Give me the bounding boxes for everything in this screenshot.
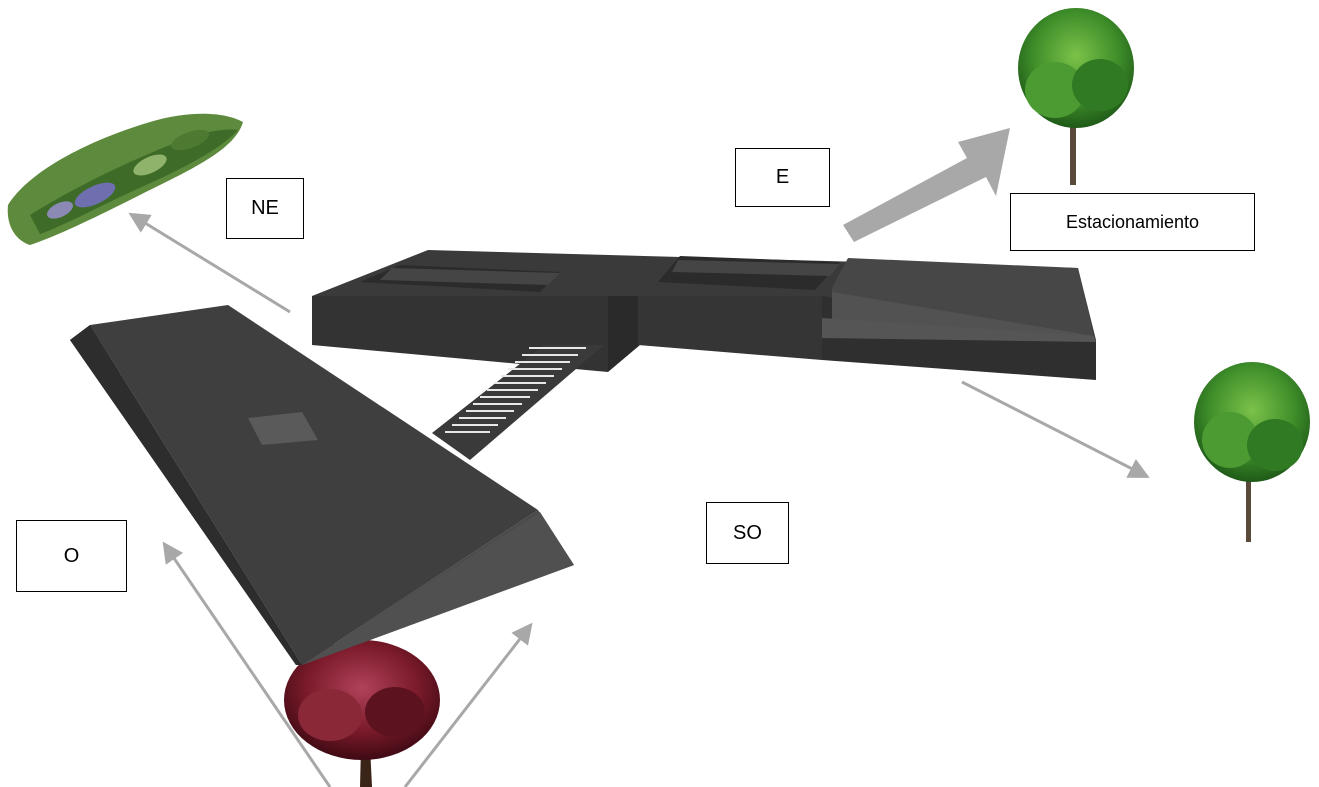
green-tree-icon bbox=[1194, 362, 1310, 542]
label-ne: NE bbox=[226, 178, 304, 239]
arrow-east-parking bbox=[843, 128, 1010, 242]
arrow-southeast bbox=[962, 382, 1146, 476]
walkway-bridge bbox=[432, 345, 604, 460]
label-estacionamiento: Estacionamiento bbox=[1010, 193, 1255, 251]
flower-hedge-icon bbox=[8, 114, 243, 245]
building-east-wing bbox=[312, 250, 1096, 380]
label-so: SO bbox=[706, 502, 789, 564]
green-tree-icon bbox=[1018, 8, 1134, 185]
label-e: E bbox=[735, 148, 830, 207]
label-o: O bbox=[16, 520, 127, 592]
